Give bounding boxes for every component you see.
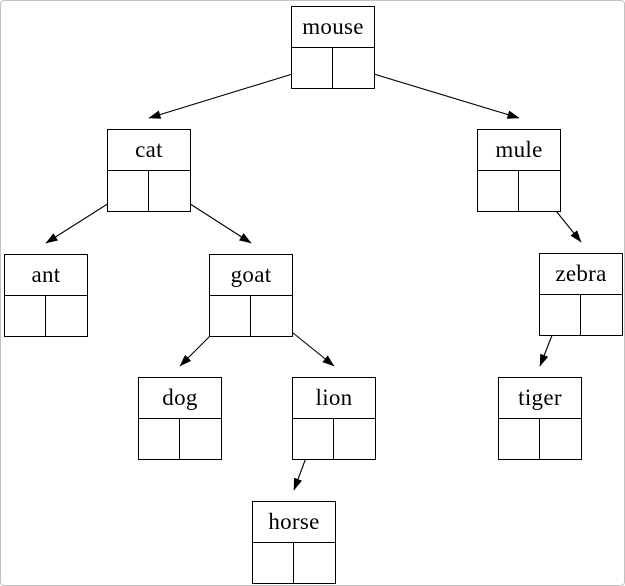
tree-node-dog: dog <box>138 377 222 460</box>
node-label-zebra: zebra <box>540 254 622 295</box>
node-label-mule: mule <box>478 130 560 171</box>
left-pointer-cell <box>210 296 251 336</box>
node-pointer-cells <box>253 543 335 583</box>
node-pointer-cells <box>540 295 622 335</box>
left-pointer-cell <box>5 296 46 336</box>
node-pointer-cells <box>108 171 190 211</box>
left-pointer-cell <box>253 543 294 583</box>
tree-node-zebra: zebra <box>539 253 623 336</box>
tree-node-lion: lion <box>292 377 376 460</box>
node-pointer-cells <box>5 296 87 336</box>
node-pointer-cells <box>292 48 374 88</box>
tree-node-tiger: tiger <box>498 377 582 460</box>
right-pointer-cell <box>334 419 375 459</box>
node-pointer-cells <box>293 419 375 459</box>
node-pointer-cells <box>499 419 581 459</box>
node-pointer-cells <box>210 296 292 336</box>
tree-edge-mouse-cat <box>148 67 313 119</box>
right-pointer-cell <box>581 295 622 335</box>
left-pointer-cell <box>108 171 149 211</box>
left-pointer-cell <box>139 419 180 459</box>
node-label-cat: cat <box>108 130 190 171</box>
right-pointer-cell <box>46 296 87 336</box>
tree-node-goat: goat <box>209 254 293 337</box>
left-pointer-cell <box>499 419 540 459</box>
tree-node-mouse: mouse <box>291 6 375 89</box>
node-label-goat: goat <box>210 255 292 296</box>
tree-node-cat: cat <box>107 129 191 212</box>
node-label-mouse: mouse <box>292 7 374 48</box>
node-label-lion: lion <box>293 378 375 419</box>
right-pointer-cell <box>333 48 374 88</box>
left-pointer-cell <box>478 171 519 211</box>
left-pointer-cell <box>292 48 333 88</box>
node-label-tiger: tiger <box>499 378 581 419</box>
left-pointer-cell <box>540 295 581 335</box>
node-pointer-cells <box>139 419 221 459</box>
right-pointer-cell <box>180 419 221 459</box>
right-pointer-cell <box>294 543 335 583</box>
right-pointer-cell <box>540 419 581 459</box>
tree-node-horse: horse <box>252 501 336 584</box>
right-pointer-cell <box>251 296 292 336</box>
right-pointer-cell <box>149 171 190 211</box>
left-pointer-cell <box>293 419 334 459</box>
node-label-horse: horse <box>253 502 335 543</box>
tree-edge-mouse-mule <box>353 67 520 119</box>
tree-node-mule: mule <box>477 129 561 212</box>
node-label-ant: ant <box>5 255 87 296</box>
node-pointer-cells <box>478 171 560 211</box>
tree-node-ant: ant <box>4 254 88 337</box>
node-label-dog: dog <box>139 378 221 419</box>
right-pointer-cell <box>519 171 560 211</box>
